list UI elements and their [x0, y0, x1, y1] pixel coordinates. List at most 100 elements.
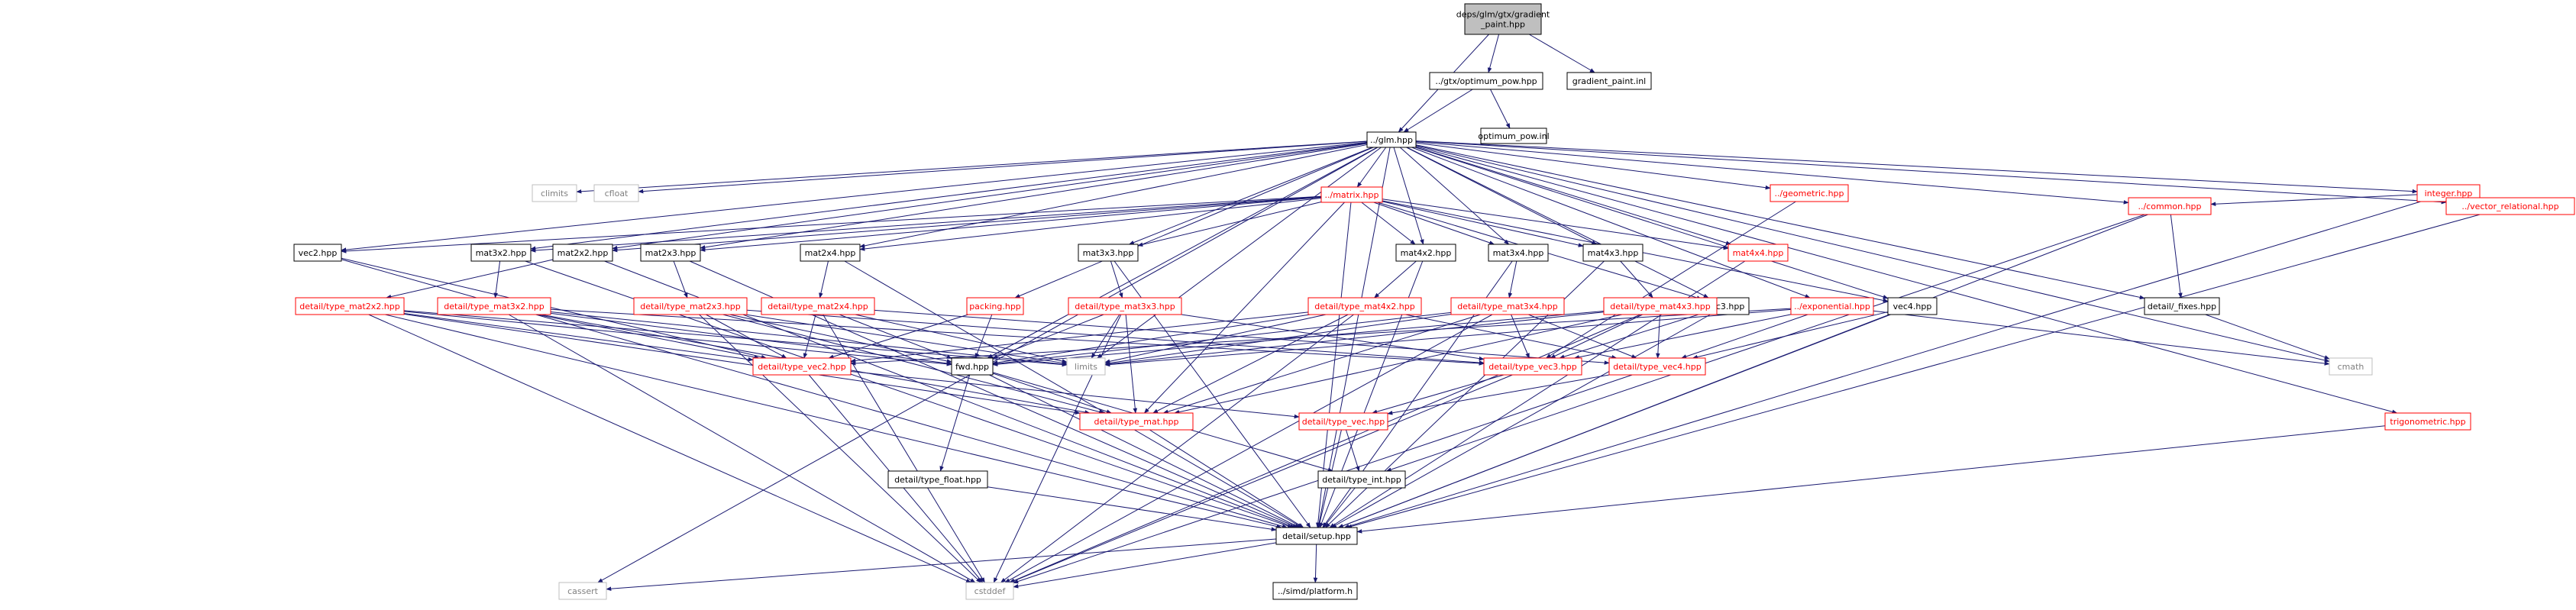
node-box-mat4x2[interactable]	[1395, 244, 1456, 262]
node-box-tvec3[interactable]	[1483, 357, 1582, 376]
node-box-mat2x2[interactable]	[552, 244, 613, 262]
node-box-mat4x4[interactable]	[1728, 244, 1789, 262]
node-matrix[interactable]: ../matrix.hpp	[1320, 186, 1383, 203]
node-box-vecrel[interactable]	[2445, 197, 2575, 215]
node-box-tmat2x2[interactable]	[295, 297, 405, 315]
node-optpow[interactable]: ../gtx/optimum_pow.hpp	[1429, 72, 1543, 90]
node-box-tint[interactable]	[1317, 470, 1406, 489]
node-tvec2[interactable]: detail/type_vec2.hpp	[752, 357, 852, 376]
node-tmat2x2[interactable]: detail/type_mat2x2.hpp	[295, 297, 405, 315]
node-box-mat2x4[interactable]	[800, 244, 861, 262]
node-limits[interactable]: limits	[1066, 357, 1106, 376]
node-setup[interactable]: detail/setup.hpp	[1275, 527, 1358, 545]
node-packing[interactable]: packing.hpp	[966, 297, 1024, 315]
node-box-tmat3x2[interactable]	[437, 297, 551, 315]
node-box-tmat3x3[interactable]	[1068, 297, 1182, 315]
node-tint[interactable]: detail/type_int.hpp	[1317, 470, 1406, 489]
node-fwd[interactable]: fwd.hpp	[951, 357, 994, 376]
node-box-packing[interactable]	[966, 297, 1024, 315]
node-box-optpow[interactable]	[1429, 72, 1543, 90]
node-box-fixes[interactable]	[2144, 297, 2220, 315]
node-box-gradinl[interactable]	[1566, 72, 1652, 90]
node-box-mat4x3[interactable]	[1582, 244, 1644, 262]
node-box-root[interactable]	[1464, 3, 1542, 35]
node-box-tmat2x4[interactable]	[761, 297, 875, 315]
node-box-tmat3x4[interactable]	[1450, 297, 1565, 315]
node-platform[interactable]: ../simd/platform.h	[1272, 582, 1358, 600]
node-tmat2x3[interactable]: detail/type_mat2x3.hpp	[633, 297, 748, 315]
node-tvec3[interactable]: detail/type_vec3.hpp	[1483, 357, 1582, 376]
node-box-tvec4[interactable]	[1608, 357, 1706, 376]
node-gradinl[interactable]: gradient_paint.inl	[1566, 72, 1652, 90]
node-root[interactable]: deps/glm/gtx/gradient_paint.hpp	[1456, 3, 1550, 35]
node-optpowinl[interactable]: optimum_pow.inl	[1478, 127, 1550, 144]
node-box-platform[interactable]	[1272, 582, 1358, 600]
node-box-mat3x4[interactable]	[1488, 244, 1549, 262]
node-box-cmath[interactable]	[2329, 357, 2373, 376]
node-box-tmat4x3[interactable]	[1603, 297, 1718, 315]
node-mat3x2[interactable]: mat3x2.hpp	[470, 244, 532, 262]
node-box-cfloat[interactable]	[593, 184, 639, 202]
node-box-common[interactable]	[2128, 197, 2212, 215]
node-box-cstddef[interactable]	[965, 582, 1014, 600]
node-exponential[interactable]: ../exponential.hpp	[1790, 297, 1874, 315]
edge-tmat3x4-to-cstddef	[1004, 314, 1493, 583]
node-tfloat[interactable]: detail/type_float.hpp	[887, 470, 988, 489]
node-box-mat2x3[interactable]	[640, 244, 701, 262]
node-tmat3x2[interactable]: detail/type_mat3x2.hpp	[437, 297, 551, 315]
node-tmat2x4[interactable]: detail/type_mat2x4.hpp	[761, 297, 875, 315]
node-cstddef[interactable]: cstddef	[965, 582, 1014, 600]
node-fixes[interactable]: detail/_fixes.hpp	[2144, 297, 2220, 315]
node-box-tmat[interactable]	[1079, 412, 1194, 431]
node-box-climits[interactable]	[532, 184, 577, 202]
node-cfloat[interactable]: cfloat	[593, 184, 639, 202]
node-box-tmat2x3[interactable]	[633, 297, 748, 315]
edge-glm-to-geometric	[1415, 142, 1771, 190]
node-tmat3x3[interactable]: detail/type_mat3x3.hpp	[1068, 297, 1182, 315]
node-tmat[interactable]: detail/type_mat.hpp	[1079, 412, 1194, 431]
node-tvec4[interactable]: detail/type_vec4.hpp	[1608, 357, 1706, 376]
node-box-tfloat[interactable]	[887, 470, 988, 489]
node-box-mat3x3[interactable]	[1078, 244, 1139, 262]
edge-mat4x2-to-tmat4x2	[1374, 260, 1417, 299]
node-vec4[interactable]: vec4.hpp	[1887, 297, 1938, 315]
node-box-glm[interactable]	[1366, 131, 1417, 148]
node-box-tmat4x2[interactable]	[1307, 297, 1422, 315]
node-mat4x4[interactable]: mat4x4.hpp	[1728, 244, 1789, 262]
node-mat3x4[interactable]: mat3x4.hpp	[1488, 244, 1549, 262]
node-cassert[interactable]: cassert	[558, 582, 607, 600]
node-box-matrix[interactable]	[1320, 186, 1383, 203]
node-mat2x2[interactable]: mat2x2.hpp	[552, 244, 613, 262]
node-mat2x3[interactable]: mat2x3.hpp	[640, 244, 701, 262]
node-box-geometric[interactable]	[1770, 184, 1849, 202]
node-vecrel[interactable]: ../vector_relational.hpp	[2445, 197, 2575, 215]
node-mat4x3[interactable]: mat4x3.hpp	[1582, 244, 1644, 262]
node-box-mat3x2[interactable]	[470, 244, 532, 262]
node-tmat3x4[interactable]: detail/type_mat3x4.hpp	[1450, 297, 1565, 315]
node-box-vec4[interactable]	[1887, 297, 1938, 315]
node-mat3x3[interactable]: mat3x3.hpp	[1078, 244, 1139, 262]
node-geometric[interactable]: ../geometric.hpp	[1770, 184, 1849, 202]
node-label-fixes: detail/_fixes.hpp	[2148, 302, 2216, 311]
node-box-exponential[interactable]	[1790, 297, 1874, 315]
node-box-fwd[interactable]	[951, 357, 994, 376]
node-box-optpowinl[interactable]	[1480, 127, 1547, 144]
node-trig[interactable]: trigonometric.hpp	[2384, 412, 2471, 431]
node-common[interactable]: ../common.hpp	[2128, 197, 2212, 215]
node-box-tvec[interactable]	[1298, 412, 1388, 431]
node-box-limits[interactable]	[1066, 357, 1106, 376]
node-box-tvec2[interactable]	[752, 357, 852, 376]
node-box-cassert[interactable]	[558, 582, 607, 600]
node-box-trig[interactable]	[2384, 412, 2471, 431]
node-cmath[interactable]: cmath	[2329, 357, 2373, 376]
node-vec2[interactable]: vec2.hpp	[293, 244, 342, 262]
node-glm[interactable]: ../glm.hpp	[1366, 131, 1417, 148]
node-mat4x2[interactable]: mat4x2.hpp	[1395, 244, 1456, 262]
node-box-setup[interactable]	[1275, 527, 1358, 545]
node-tvec[interactable]: detail/type_vec.hpp	[1298, 412, 1388, 431]
node-tmat4x3[interactable]: detail/type_mat4x3.hpp	[1603, 297, 1718, 315]
node-climits[interactable]: climits	[532, 184, 577, 202]
node-box-vec2[interactable]	[293, 244, 342, 262]
node-mat2x4[interactable]: mat2x4.hpp	[800, 244, 861, 262]
node-tmat4x2[interactable]: detail/type_mat4x2.hpp	[1307, 297, 1422, 315]
